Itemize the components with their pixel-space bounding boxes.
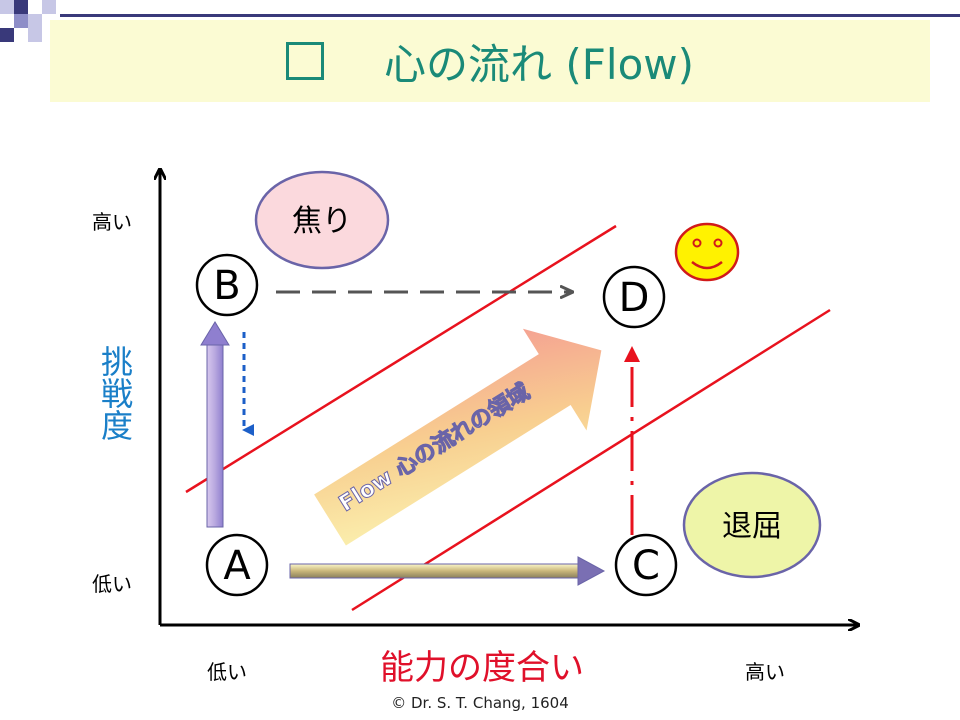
a-to-c-arrow bbox=[289, 556, 606, 586]
c-to-d-arrow bbox=[624, 346, 640, 535]
state-b-label: B bbox=[213, 263, 240, 309]
boredom-label: 退屈 bbox=[722, 509, 782, 544]
y-axis-low-label: 低い bbox=[92, 572, 132, 596]
x-axis-low-label: 低い bbox=[207, 660, 247, 684]
corner-decoration bbox=[0, 0, 90, 60]
smiley-face-icon bbox=[674, 222, 740, 282]
y-axis-high-label: 高い bbox=[92, 210, 132, 234]
flow-region-arrow bbox=[314, 328, 602, 546]
title-band: 心の流れ (Flow) bbox=[50, 20, 930, 102]
state-c-circle bbox=[614, 533, 678, 597]
flow-upper-boundary bbox=[185, 224, 617, 494]
flow-lower-boundary bbox=[351, 308, 831, 612]
state-d-circle bbox=[602, 265, 666, 329]
boredom-zone bbox=[682, 471, 822, 579]
state-b-circle bbox=[195, 253, 259, 317]
anxiety-zone bbox=[254, 170, 390, 270]
header-rule bbox=[60, 14, 960, 17]
flow-region-label: Flow 心の流れの領域 bbox=[334, 379, 534, 517]
checkbox-icon bbox=[286, 42, 324, 80]
y-axis-title: 挑戦度 bbox=[96, 345, 134, 441]
state-a-label: A bbox=[223, 543, 251, 589]
a-to-b-arrow bbox=[200, 321, 230, 528]
copyright-footer: © Dr. S. T. Chang, 1604 bbox=[391, 694, 569, 712]
slide-title: 心の流れ (Flow) bbox=[50, 20, 930, 102]
x-axis-high-label: 高い bbox=[745, 660, 785, 684]
state-c-label: C bbox=[632, 543, 660, 589]
state-a-circle bbox=[205, 533, 269, 597]
anxiety-label: 焦り bbox=[292, 204, 352, 239]
x-axis-title: 能力の度合い bbox=[380, 648, 584, 688]
slide-title-text: 心の流れ (Flow) bbox=[384, 39, 694, 89]
state-d-label: D bbox=[619, 275, 650, 321]
